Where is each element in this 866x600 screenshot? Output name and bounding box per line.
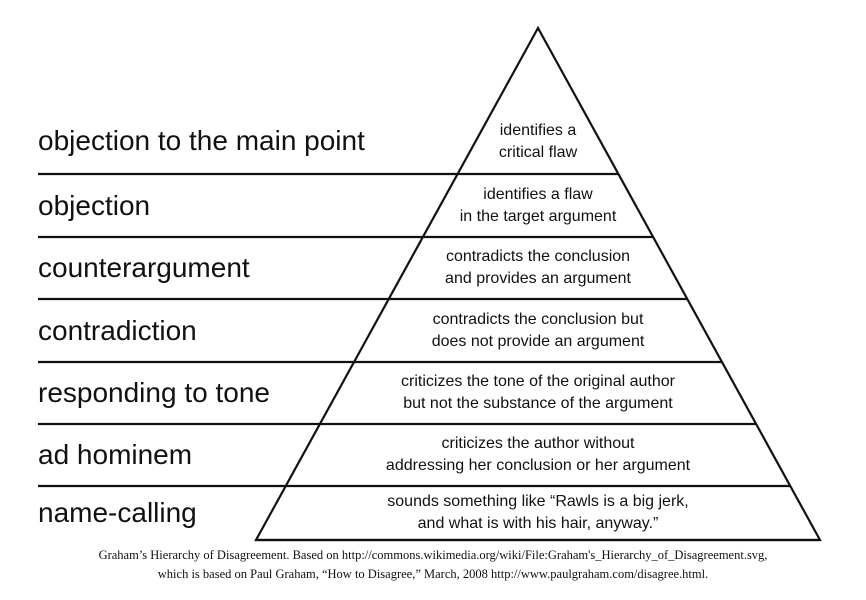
level-description: identifies a critical flaw: [499, 120, 577, 164]
level-description-line: criticizes the author without: [441, 435, 635, 452]
level-label: counterargument: [38, 252, 250, 283]
level-description: identifies a flaw in the target argument: [460, 184, 617, 228]
level-description-line: but not the substance of the argument: [403, 395, 673, 412]
level-description-line: addressing her conclusion or her argumen…: [385, 457, 691, 474]
level-description-line: and provides an argument: [445, 270, 631, 287]
level-description-line: does not provide an argument: [431, 332, 645, 350]
level-description-line: criticizes the tone of the original auth…: [401, 373, 675, 390]
level-description: contradicts the conclusion but does not p…: [432, 309, 645, 353]
level-description: sounds something like “Rawls is a big je…: [387, 491, 688, 535]
level-description: criticizes the tone of the original auth…: [401, 371, 675, 415]
level-label: objection to the main point: [38, 125, 365, 156]
caption-line-2: which is based on Paul Graham, “How to D…: [157, 567, 709, 581]
level-description-line: critical flaw: [498, 144, 578, 161]
level-label: objection: [38, 189, 151, 221]
level-description-line: contradicts the conclusion but: [432, 310, 644, 328]
level-description-line: identifies a: [499, 122, 577, 139]
level-label: responding to tone: [38, 377, 270, 408]
divider-lines: [38, 172, 820, 542]
caption-line-1: Graham’s Hierarchy of Disagreement. Base…: [98, 548, 768, 562]
level-description-line: sounds something like “Rawls is a big je…: [387, 493, 689, 510]
level-description-line: identifies a flaw: [483, 185, 593, 203]
level-description-line: and what is with his hair, anyway.”: [417, 515, 659, 532]
level-description-line: in the target argument: [459, 207, 617, 225]
level-label: ad hominem: [38, 439, 193, 470]
level-label: contradiction: [38, 314, 197, 346]
level-description: contradicts the conclusion and provides a…: [445, 246, 631, 290]
level-description: criticizes the author without addressing …: [386, 433, 690, 477]
level-label: name-calling: [38, 497, 197, 528]
level-description-line: contradicts the conclusion: [445, 248, 631, 265]
caption: Graham’s Hierarchy of Disagreement. Base…: [0, 546, 866, 584]
pyramid-diagram: [38, 25, 822, 542]
